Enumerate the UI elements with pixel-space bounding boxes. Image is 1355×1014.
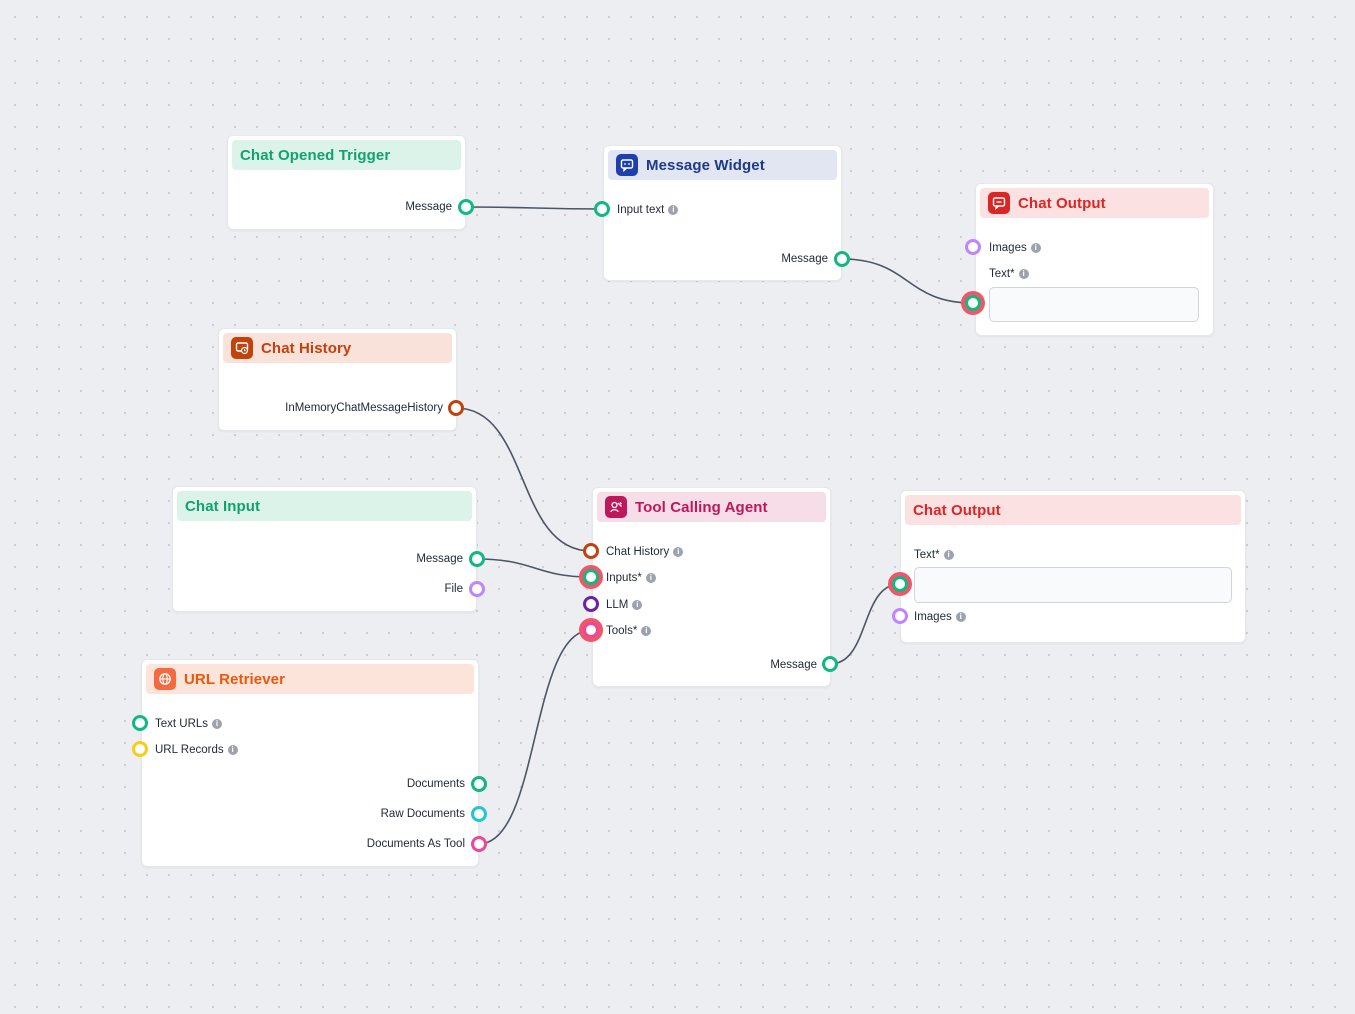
port-agent-llm-in[interactable] (583, 596, 599, 612)
port-agent-inputs-in[interactable] (583, 569, 599, 585)
node-title: Chat Output (913, 501, 1001, 519)
url-retriever-icon (154, 668, 176, 690)
edge-widget-to-chat-output[interactable] (841, 258, 974, 304)
text-input-field[interactable] (914, 567, 1232, 603)
output-label-documents: Documents (406, 778, 465, 790)
info-icon[interactable]: i (641, 626, 652, 636)
info-icon[interactable]: i (668, 205, 679, 215)
port-chat-output-right-images-in[interactable] (892, 608, 908, 624)
node-header[interactable]: URL Retriever (146, 664, 474, 694)
node-title: Chat Output (1018, 194, 1106, 212)
output-label-message: Message (416, 553, 463, 565)
output-label-message: Message (770, 659, 817, 671)
port-retriever-text-urls-in[interactable] (132, 715, 148, 731)
info-icon[interactable]: i (227, 745, 238, 755)
info-icon[interactable]: i (955, 612, 966, 622)
output-label-message: Message (781, 253, 828, 265)
edge-input-to-agent[interactable] (476, 558, 592, 578)
node-title: Chat Opened Trigger (240, 146, 391, 164)
port-retriever-documents-as-tool-out[interactable] (471, 836, 487, 852)
output-label-history: InMemoryChatMessageHistory (285, 402, 443, 414)
node-header[interactable]: Chat Input (177, 491, 472, 521)
node-chat-input[interactable]: Chat Input Message File (172, 486, 477, 612)
message-widget-icon (616, 154, 638, 176)
port-input-file-out[interactable] (469, 581, 485, 597)
port-retriever-documents-out[interactable] (471, 776, 487, 792)
output-label-documents-as-tool: Documents As Tool (366, 838, 465, 850)
node-header[interactable]: Chat Opened Trigger (232, 140, 461, 170)
port-agent-tools-in[interactable] (583, 622, 599, 638)
output-label-message: Message (405, 201, 452, 213)
input-label-tools: Tools*i (606, 625, 652, 637)
node-header[interactable]: Chat Output (980, 188, 1209, 218)
port-chat-output-text-in[interactable] (965, 295, 981, 311)
port-chat-output-images-in[interactable] (965, 239, 981, 255)
port-retriever-raw-documents-out[interactable] (471, 806, 487, 822)
port-widget-message-out[interactable] (834, 251, 850, 267)
info-icon[interactable]: i (673, 547, 684, 557)
port-input-message-out[interactable] (469, 551, 485, 567)
output-label-raw-documents: Raw Documents (380, 808, 465, 820)
port-trigger-message-out[interactable] (458, 199, 474, 215)
node-title: URL Retriever (184, 670, 286, 688)
port-widget-input-text-in[interactable] (594, 201, 610, 217)
node-title: Tool Calling Agent (635, 498, 768, 516)
port-retriever-url-records-in[interactable] (132, 741, 148, 757)
info-icon[interactable]: i (943, 550, 954, 560)
info-icon[interactable]: i (632, 600, 643, 610)
chat-output-icon (988, 192, 1010, 214)
node-header[interactable]: Chat History (223, 333, 452, 363)
node-header[interactable]: Chat Output (905, 495, 1241, 525)
node-header[interactable]: Tool Calling Agent (597, 492, 826, 522)
info-icon[interactable]: i (212, 719, 223, 729)
port-history-out[interactable] (448, 400, 464, 416)
info-icon[interactable]: i (645, 573, 656, 583)
node-title: Message Widget (646, 156, 765, 174)
port-agent-message-out[interactable] (822, 656, 838, 672)
chat-history-icon (231, 337, 253, 359)
text-input-field[interactable] (989, 287, 1199, 322)
node-chat-history[interactable]: Chat History InMemoryChatMessageHistory (218, 328, 457, 431)
node-title: Chat History (261, 339, 352, 357)
node-header[interactable]: Message Widget (608, 150, 837, 180)
edge-agent-to-chat-output[interactable] (829, 583, 901, 665)
agent-icon (605, 496, 627, 518)
port-agent-chat-history-in[interactable] (583, 543, 599, 559)
edge-trigger-to-widget[interactable] (465, 206, 603, 210)
input-label-text: Text*i (914, 549, 954, 561)
node-title: Chat Input (185, 497, 261, 515)
output-label-file: File (444, 583, 463, 595)
port-chat-output-right-text-in[interactable] (892, 576, 908, 592)
input-label-text: Text*i (989, 268, 1029, 280)
edge-retriever-to-agent-tools[interactable] (478, 629, 592, 845)
info-icon[interactable]: i (1018, 269, 1029, 279)
info-icon[interactable]: i (1030, 243, 1041, 253)
input-label-inputs: Inputs*i (606, 572, 656, 584)
node-chat-opened-trigger[interactable]: Chat Opened Trigger Message (227, 135, 466, 230)
